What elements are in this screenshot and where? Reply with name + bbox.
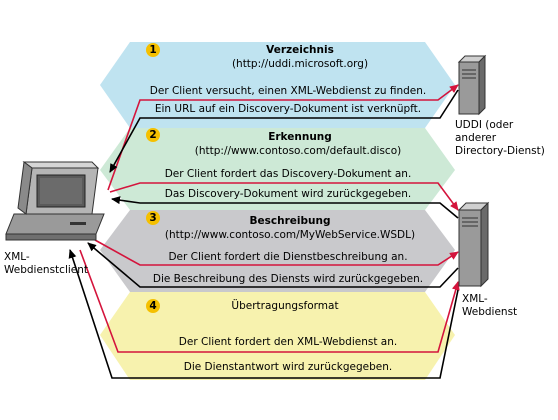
badge-4	[146, 299, 160, 313]
response-text-4: Die Dienstantwort wird zurückgegeben.	[183, 361, 393, 373]
uddi-label: UDDI (oder anderer Directory-Dienst)	[455, 119, 545, 158]
response-text-3: Die Beschreibung des Diensts wird zurück…	[152, 273, 424, 285]
badge-number-3: 3	[149, 212, 157, 224]
section-title-4: Übertragungsformat	[231, 300, 339, 312]
arrow-response-1	[109, 89, 459, 173]
webservice-label-line2: Webdienst	[462, 306, 518, 318]
arrow-request-2	[109, 182, 459, 211]
arrow-request-1	[107, 84, 459, 191]
badge-1	[146, 43, 160, 57]
response-text-2: Das Discovery-Dokument wird zurückgegebe…	[164, 188, 412, 200]
arrow-request-3	[94, 239, 459, 266]
webservice-label-line1: XML-	[462, 293, 488, 305]
band-beschreibung	[100, 210, 455, 292]
client-label: XML- Webdienstclient	[4, 251, 88, 277]
band-uebertragungsformat	[100, 292, 455, 380]
uddi-label-line1: UDDI (oder	[455, 119, 514, 131]
badge-number-4: 4	[149, 300, 157, 312]
badge-number-2: 2	[149, 129, 157, 141]
section-title-2: Erkennung	[268, 131, 332, 143]
request-text-4: Der Client fordert den XML-Webdienst an.	[178, 336, 398, 348]
badge-number-1: 1	[149, 44, 157, 56]
badge-2	[146, 128, 160, 142]
request-text-1: Der Client versucht, einen XML-Webdienst…	[149, 85, 427, 97]
uddi-label-line3: Directory-Dienst)	[455, 145, 545, 157]
webservice-label: XML- Webdienst	[462, 293, 517, 319]
request-text-3: Der Client fordert die Dienstbeschreibun…	[168, 251, 408, 263]
arrow-response-4	[68, 249, 459, 379]
client-computer-icon	[5, 161, 105, 241]
section-url-2: (http://www.contoso.com/default.disco)	[194, 145, 402, 157]
client-label-line1: XML-	[4, 251, 30, 263]
response-text-1: Ein URL auf ein Discovery-Dokument ist v…	[154, 103, 422, 115]
band-verzeichnis	[100, 42, 455, 128]
arrow-request-4	[79, 249, 460, 353]
uddi-label-line2: anderer	[455, 132, 497, 144]
section-title-3: Beschreibung	[249, 215, 331, 227]
arrow-response-2	[111, 196, 459, 219]
section-url-3: (http://www.contoso.com/MyWebService.WSD…	[164, 229, 416, 241]
client-label-line2: Webdienstclient	[4, 264, 89, 276]
section-title-1: Verzeichnis	[266, 44, 334, 56]
badge-3	[146, 211, 160, 225]
band-erkennung	[100, 128, 455, 210]
request-text-2: Der Client fordert das Discovery-Dokumen…	[164, 168, 412, 180]
webservice-server-icon	[457, 201, 490, 288]
uddi-server-icon	[457, 54, 487, 116]
arrow-response-3	[87, 242, 459, 288]
section-url-1: (http://uddi.microsoft.org)	[231, 58, 369, 70]
